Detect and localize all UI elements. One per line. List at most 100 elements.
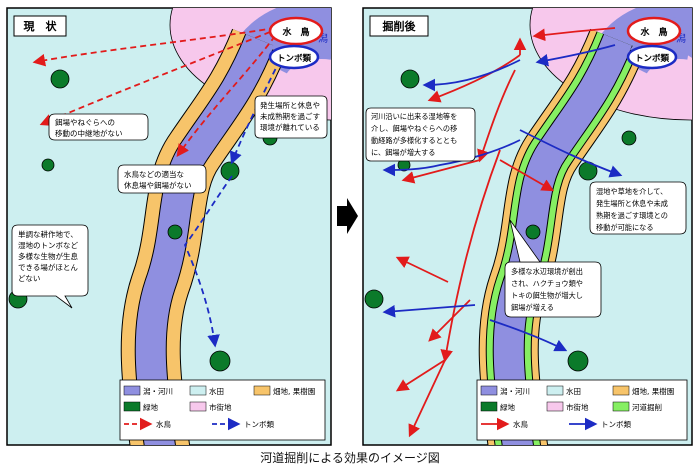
bubble-line: 未成熟期を過ごす xyxy=(260,111,320,121)
waterbird-arrow-missing xyxy=(32,27,276,67)
title-box xyxy=(13,15,67,37)
legend-swatch-paddy xyxy=(546,385,564,396)
bubble-line: 移動が可能になる xyxy=(596,223,654,232)
bubble-line: され、ハクチョウ類や xyxy=(511,279,583,288)
panel-title: 掘削後 xyxy=(383,19,417,33)
bubble-midpoint-text: 餌場やねぐらへの 移動の中継地がない xyxy=(55,117,123,138)
green-spot xyxy=(621,130,637,146)
legend-swatch-city xyxy=(189,401,207,412)
bubble-move-text: 湿地や草地を介して、 発生場所と休息や未成 熟期を過ごす環境との 移動が可能にな… xyxy=(596,187,670,232)
green-spot xyxy=(50,69,70,89)
lagoon-label: 潟 xyxy=(676,32,686,45)
figure-caption: 河道掘削による効果のイメージ図 xyxy=(260,451,440,465)
bubble-line: 動経路が多様化するととも xyxy=(371,136,457,145)
bubble-line: できる場がほとん xyxy=(18,262,78,272)
legend xyxy=(119,379,326,441)
legend-waterbird: 水鳥 xyxy=(156,419,171,429)
legend-excavation: 河道掘削 xyxy=(632,402,662,412)
legend-water: 潟・河川 xyxy=(143,386,173,396)
green-spot xyxy=(525,224,541,240)
bubble-rest xyxy=(117,164,207,194)
green-spot xyxy=(567,350,589,372)
legend-city: 市街地 xyxy=(566,402,589,412)
dragonfly-arrow xyxy=(489,319,568,352)
bubble-habitat-text: 発生場所と休息や 未成熟期を過ごす 環境が離れている xyxy=(260,100,322,132)
waterbird-arrow xyxy=(477,69,516,163)
legend-swatch-excavation xyxy=(612,401,630,412)
legend-field: 畑地, 果樹園 xyxy=(273,386,315,396)
green-spot xyxy=(167,224,183,240)
bubble-move xyxy=(589,181,687,235)
waterbird-arrow xyxy=(440,149,501,363)
legend-swatch-field xyxy=(612,385,630,396)
legend-paddy: 水田 xyxy=(566,386,581,396)
waterbird-arrow xyxy=(408,359,446,438)
bubble-line: 介し、餌場やねぐらへの移 xyxy=(371,124,457,133)
dragonfly-arrow xyxy=(382,304,476,318)
bubble-line: 河川沿いに出来る湿地等を xyxy=(371,112,457,121)
bubble-rest-text: 水鳥などの適当な 休息場や餌場がない xyxy=(124,169,192,190)
node-dragonfly-label: トンボ類 xyxy=(635,53,670,64)
bubble-line: 環境が離れている xyxy=(260,122,320,132)
legend-dragonfly: トンボ類 xyxy=(601,419,631,429)
bubble-line: 単調な耕作地で、 xyxy=(18,229,78,239)
dragonfly-arrow xyxy=(519,129,623,178)
node-waterbird-label: 水 鳥 xyxy=(640,26,667,38)
waterbird-arrow-missing xyxy=(176,35,276,158)
node-dragonfly-label: トンボ類 xyxy=(277,53,312,64)
dragonfly-arrow xyxy=(382,139,521,177)
bubble-crops-text: 単調な耕作地で、 湿地のトンボなど 多様な生物が生息 できる場がほとん どない xyxy=(18,229,80,283)
bubble-habitat xyxy=(254,95,328,139)
green-spot xyxy=(364,289,384,309)
legend-paddy: 水田 xyxy=(209,386,224,396)
bubble-line: どない xyxy=(18,274,40,283)
node-waterbird-label: 水 鳥 xyxy=(282,26,309,38)
panel-title: 現 状 xyxy=(24,19,58,33)
waterbird-arrow xyxy=(499,159,555,192)
waterbird-arrow xyxy=(401,159,481,184)
bubble-midpoint xyxy=(48,113,149,141)
node-waterbird xyxy=(626,16,682,46)
legend-city: 市街地 xyxy=(209,402,232,412)
river xyxy=(135,34,274,445)
legend-swatch-water xyxy=(480,385,498,396)
bubble-species xyxy=(504,261,602,318)
bubble-line: 湿地や草地を介して、 xyxy=(596,187,667,196)
waterbird-arrow-missing xyxy=(39,31,271,126)
bubble-species-tail xyxy=(509,219,541,263)
waterbird-arrow xyxy=(532,27,616,42)
bubble-species-text: 多様な水辺環境が創出 され、ハクチョウ類や トキの餌生物が増大し 餌場が増える xyxy=(511,267,585,312)
title-box xyxy=(369,15,429,37)
bubble-line: 湿地のトンボなど xyxy=(18,240,78,250)
legend-swatch-city xyxy=(546,401,564,412)
legend-waterbird: 水鳥 xyxy=(513,419,528,429)
bubble-wetland-text: 河川沿いに出来る湿地等を 介し、餌場やねぐらへの移 動経路が多様化するととも に… xyxy=(371,112,460,157)
bubble-line: 水鳥などの適当な xyxy=(124,169,184,179)
green-spot xyxy=(400,69,420,89)
legend-green: 緑地 xyxy=(143,402,158,412)
bubble-crops xyxy=(11,224,89,309)
node-waterbird xyxy=(268,16,324,46)
green-spot xyxy=(41,158,55,172)
waterbird-arrow xyxy=(428,299,471,342)
bubble-line: トキの餌生物が増大し xyxy=(511,291,583,300)
bubble-line: 熟期を過ごす環境との xyxy=(596,211,668,220)
transition-arrow xyxy=(337,198,358,234)
legend-water: 潟・河川 xyxy=(500,386,530,396)
bubble-line: 餌場やねぐらへの xyxy=(55,117,115,127)
bubble-line: 多様な生物が生息 xyxy=(18,251,78,261)
bubble-wetland xyxy=(365,107,476,162)
waterbird-arrow xyxy=(395,256,449,283)
bubble-line: 発生場所と休息や未成 xyxy=(596,199,668,208)
legend-entries: 潟・河川 水田 畑地, 果樹園 緑地 市街地 水鳥 トンボ類 xyxy=(123,385,315,431)
green-spot xyxy=(209,350,231,372)
legend xyxy=(476,379,688,441)
bubble-line: 多様な水辺環境が創出 xyxy=(511,267,583,276)
dragonfly-arrow xyxy=(535,44,616,67)
legend-entries: 潟・河川 水田 畑地, 果樹園 緑地 市街地 河道掘削 水鳥 トンボ類 xyxy=(480,385,674,431)
dragonfly-arrow-missing xyxy=(183,175,233,348)
bubble-line: に、餌場が増大する xyxy=(371,148,435,157)
legend-swatch-green xyxy=(480,401,498,412)
legend-swatch-green xyxy=(123,401,141,412)
